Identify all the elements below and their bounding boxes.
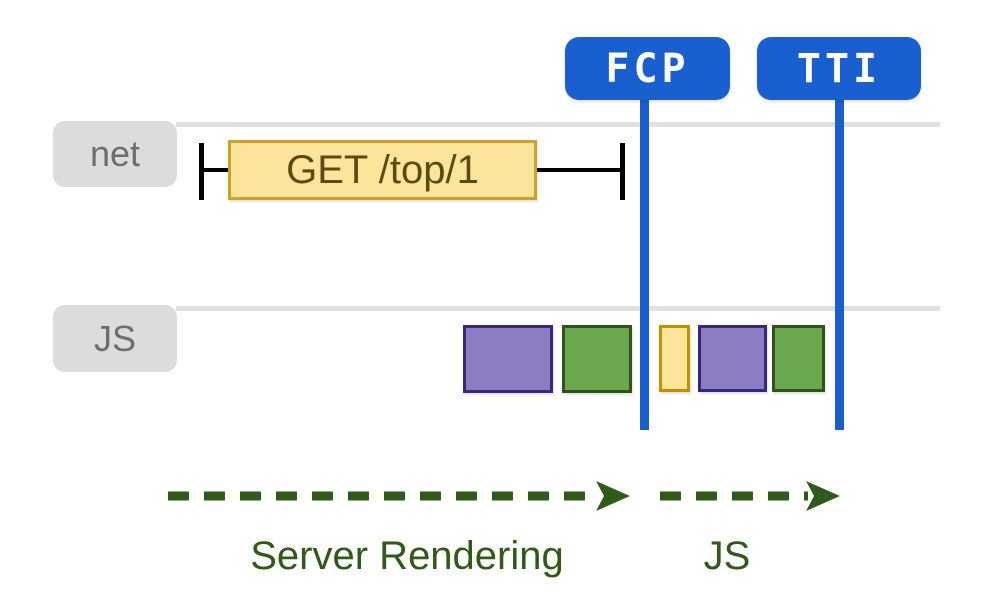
- phase-label-server-rendering: Server Rendering: [250, 534, 564, 578]
- js-task-block: [772, 325, 825, 392]
- fcp-milestone-badge: FCP: [565, 37, 730, 100]
- request-start-tick: [199, 143, 204, 200]
- request-connector-left: [204, 168, 228, 172]
- tti-badge-label: TTI: [796, 45, 882, 92]
- request-connector-right: [537, 168, 622, 172]
- fcp-marker-line: [640, 99, 649, 430]
- js-task-block: [562, 325, 632, 393]
- tti-marker-line: [835, 99, 844, 430]
- tti-milestone-badge: TTI: [757, 37, 921, 100]
- js-task-block: [698, 325, 767, 392]
- js-track-line: [176, 306, 940, 311]
- network-request-label: GET /top/1: [286, 147, 479, 192]
- net-track-label: net: [89, 133, 141, 174]
- fcp-badge-label: FCP: [605, 45, 690, 92]
- server-rendering-arrow: [168, 481, 630, 511]
- request-end-tick: [620, 143, 625, 200]
- js-task-block: [463, 325, 553, 393]
- js-track-label: JS: [93, 317, 136, 359]
- net-track-tab: net: [53, 121, 177, 187]
- net-track-line: [176, 122, 940, 127]
- js-track-tab: JS: [53, 305, 177, 372]
- network-request-bar: GET /top/1: [228, 140, 537, 200]
- js-task-block: [659, 325, 690, 392]
- js-arrow: [660, 481, 840, 511]
- phase-label-js: JS: [703, 534, 751, 578]
